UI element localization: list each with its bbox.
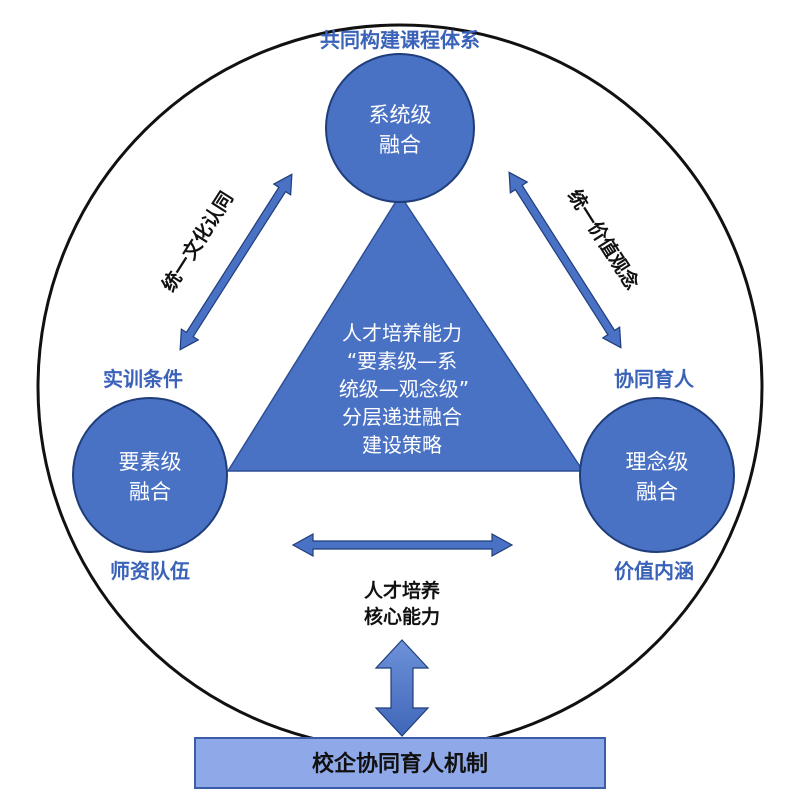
- center-text-line1: 人才培养能力: [342, 321, 462, 345]
- node-element-line1: 要素级: [119, 450, 182, 474]
- node-system-circle: [325, 53, 475, 203]
- bottom-bar-label: 校企协同育人机制: [312, 751, 488, 777]
- node-system-line1: 系统级: [369, 103, 432, 127]
- center-text-line5: 建设策略: [362, 433, 442, 457]
- core-line1: 人才培养: [364, 579, 440, 602]
- node-concept-line2: 融合: [636, 480, 678, 504]
- node-element-line2: 融合: [129, 480, 171, 504]
- core-line2: 核心能力: [364, 605, 440, 628]
- node-system-line2: 融合: [379, 133, 421, 157]
- center-text-line4: 分层递进融合: [342, 405, 462, 429]
- center-text: 人才培养能力 “要素级—系 统级—观念级” 分层递进融合 建设策略: [339, 321, 469, 457]
- node-element-circle: [72, 397, 228, 553]
- arrow-horizontal: [291, 532, 514, 558]
- center-triangle: [226, 193, 585, 472]
- node-concept-line1: 理念级: [626, 450, 689, 474]
- arrow-left-diagonal: [179, 173, 293, 351]
- label-lower-left: 师资队伍: [110, 559, 190, 583]
- bottom-bar: [194, 737, 606, 789]
- label-lower-right: 价值内涵: [614, 559, 694, 583]
- arrow-right-diagonal: [508, 171, 622, 349]
- center-text-line2: “要素级—系: [347, 349, 457, 373]
- top-label: 共同构建课程体系: [320, 28, 480, 52]
- label-upper-left: 实训条件: [103, 367, 183, 391]
- label-upper-right: 协同育人: [614, 367, 695, 391]
- node-concept-circle: [579, 397, 735, 553]
- arrow-vertical: [374, 639, 430, 737]
- center-text-line3: 统级—观念级”: [339, 377, 469, 401]
